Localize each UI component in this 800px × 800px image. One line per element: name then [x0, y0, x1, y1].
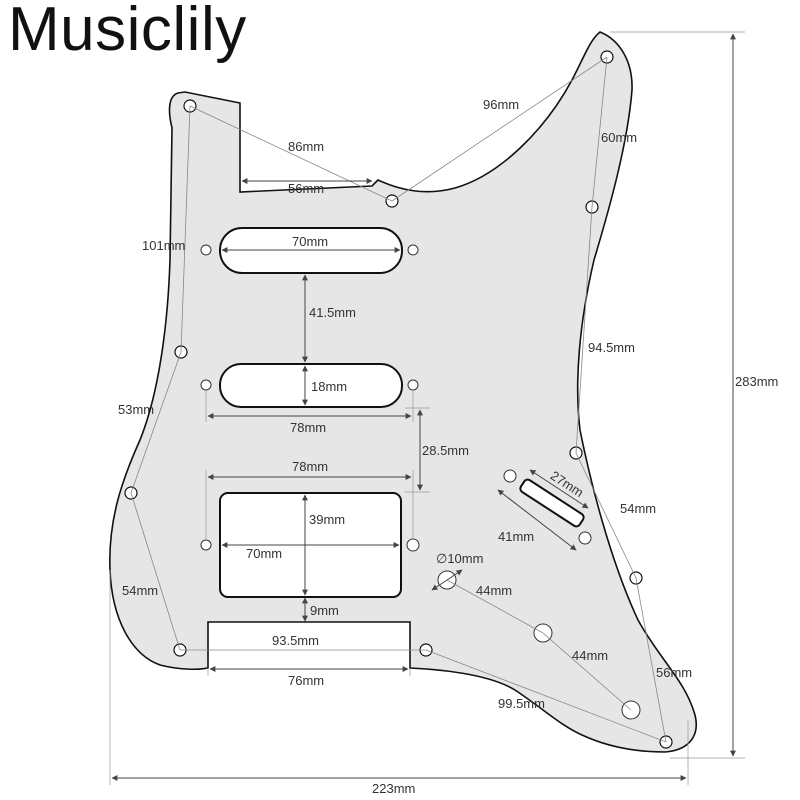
label-70-top: 70mm: [292, 234, 328, 249]
pickup-hole: [406, 538, 420, 552]
label-10: ∅10mm: [436, 551, 483, 566]
label-56-right: 56mm: [656, 665, 692, 680]
switch-hole: [578, 531, 592, 545]
label-28-5: 28.5mm: [422, 443, 469, 458]
label-223: 223mm: [372, 781, 415, 796]
pickup-hole: [200, 539, 212, 551]
switch-hole: [503, 469, 517, 483]
label-53: 53mm: [118, 402, 154, 417]
label-41-switch: 41mm: [498, 529, 534, 544]
label-41-5: 41.5mm: [309, 305, 356, 320]
pickup-hole: [200, 244, 212, 256]
label-54-right: 54mm: [620, 501, 656, 516]
dim-line-10: [431, 569, 463, 591]
label-93-5: 93.5mm: [272, 633, 319, 648]
label-96: 96mm: [483, 97, 519, 112]
leader-line: [391, 56, 608, 202]
leader-line: [189, 105, 393, 202]
label-78-hum: 78mm: [292, 459, 328, 474]
pickup-hole: [407, 244, 419, 256]
dim-line-41-switch: [497, 489, 577, 551]
label-78-mid: 78mm: [290, 420, 326, 435]
label-54-left: 54mm: [122, 583, 158, 598]
label-76: 76mm: [288, 673, 324, 688]
leader-line: [591, 56, 608, 208]
pickup-hole: [200, 379, 212, 391]
label-101: 101mm: [142, 238, 185, 253]
leader-line: [425, 649, 667, 743]
label-60: 60mm: [601, 130, 637, 145]
label-70-hum: 70mm: [246, 546, 282, 561]
label-9: 9mm: [310, 603, 339, 618]
leader-line: [130, 492, 181, 651]
label-18: 18mm: [311, 379, 347, 394]
label-56-top: 56mm: [288, 181, 324, 196]
middle-pickup-cutout: [219, 363, 403, 408]
leader-line: [635, 577, 667, 743]
pickup-hole: [407, 379, 419, 391]
leader-line: [542, 632, 632, 711]
leader-line: [575, 206, 593, 454]
label-99-5: 99.5mm: [498, 696, 545, 711]
brand-logo: Musiclily: [8, 0, 247, 64]
leader-line: [130, 351, 182, 494]
label-39: 39mm: [309, 512, 345, 527]
label-283: 283mm: [735, 374, 778, 389]
leader-line: [180, 105, 191, 353]
label-94-5: 94.5mm: [588, 340, 635, 355]
label-44-b: 44mm: [572, 648, 608, 663]
label-86: 86mm: [288, 139, 324, 154]
dim-line-27: [529, 469, 589, 509]
leader-line: [446, 579, 544, 634]
label-44-a: 44mm: [476, 583, 512, 598]
